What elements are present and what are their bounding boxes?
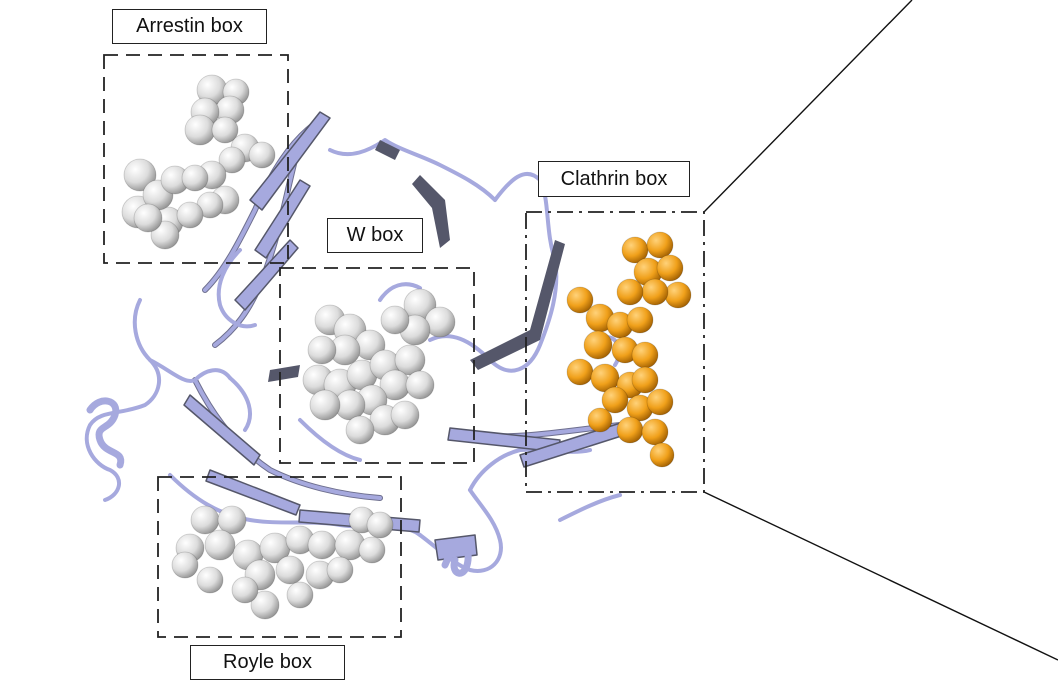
- atom-sphere: [583, 330, 613, 360]
- atom-sphere: [656, 254, 684, 282]
- atom-sphere: [366, 511, 394, 539]
- atom-sphere: [641, 418, 669, 446]
- atom-sphere: [176, 201, 204, 229]
- arrestin-site-spheres: [121, 74, 276, 250]
- atom-sphere: [646, 388, 674, 416]
- atom-sphere: [184, 114, 216, 146]
- atom-sphere: [307, 530, 337, 560]
- atom-sphere: [190, 505, 220, 535]
- clathrin-box-label: Clathrin box: [538, 161, 690, 197]
- atom-sphere: [309, 389, 341, 421]
- royle-site-spheres: [171, 505, 394, 620]
- atom-sphere: [286, 581, 314, 609]
- clathrin-box-outline: [525, 211, 705, 493]
- atom-sphere: [646, 231, 674, 259]
- atom-sphere: [664, 281, 692, 309]
- atom-sphere: [405, 370, 435, 400]
- clathrin-peptide-spheres: [566, 231, 692, 468]
- atom-sphere: [345, 415, 375, 445]
- atom-sphere: [566, 358, 594, 386]
- royle-box-outline: [157, 476, 402, 638]
- atom-sphere: [275, 555, 305, 585]
- atom-sphere: [394, 344, 426, 376]
- atom-sphere: [649, 442, 675, 468]
- atom-sphere: [196, 566, 224, 594]
- atom-sphere: [204, 529, 236, 561]
- w-site-spheres: [302, 288, 456, 445]
- arrestin-box-label: Arrestin box: [112, 9, 267, 44]
- zoom-line-bottom: [703, 491, 1058, 661]
- atom-sphere: [248, 141, 276, 169]
- atom-sphere: [390, 400, 420, 430]
- atom-sphere: [307, 335, 337, 365]
- atom-sphere: [250, 590, 280, 620]
- atom-sphere: [218, 146, 246, 174]
- atom-sphere: [358, 536, 386, 564]
- atom-sphere: [133, 203, 163, 233]
- atom-sphere: [631, 366, 659, 394]
- w-box-outline: [279, 267, 475, 464]
- arrestin-box-outline: [103, 54, 289, 264]
- atom-sphere: [601, 386, 629, 414]
- atom-sphere: [626, 306, 654, 334]
- zoom-guide-lines: [703, 0, 1058, 661]
- atom-sphere: [150, 220, 180, 250]
- zoom-line-top: [703, 0, 913, 213]
- atom-sphere: [211, 116, 239, 144]
- atom-sphere: [380, 305, 410, 335]
- atom-sphere: [123, 158, 157, 192]
- atom-sphere: [616, 278, 644, 306]
- atom-sphere: [181, 164, 209, 192]
- atom-sphere: [631, 341, 659, 369]
- atom-sphere: [231, 576, 259, 604]
- atom-sphere: [217, 505, 247, 535]
- atom-sphere: [616, 416, 644, 444]
- atom-sphere: [641, 278, 669, 306]
- atom-sphere: [566, 286, 594, 314]
- royle-box-label: Royle box: [190, 645, 345, 680]
- atom-sphere: [171, 551, 199, 579]
- w-box-label: W box: [327, 218, 423, 253]
- atom-sphere: [326, 556, 354, 584]
- atom-sphere: [587, 407, 613, 433]
